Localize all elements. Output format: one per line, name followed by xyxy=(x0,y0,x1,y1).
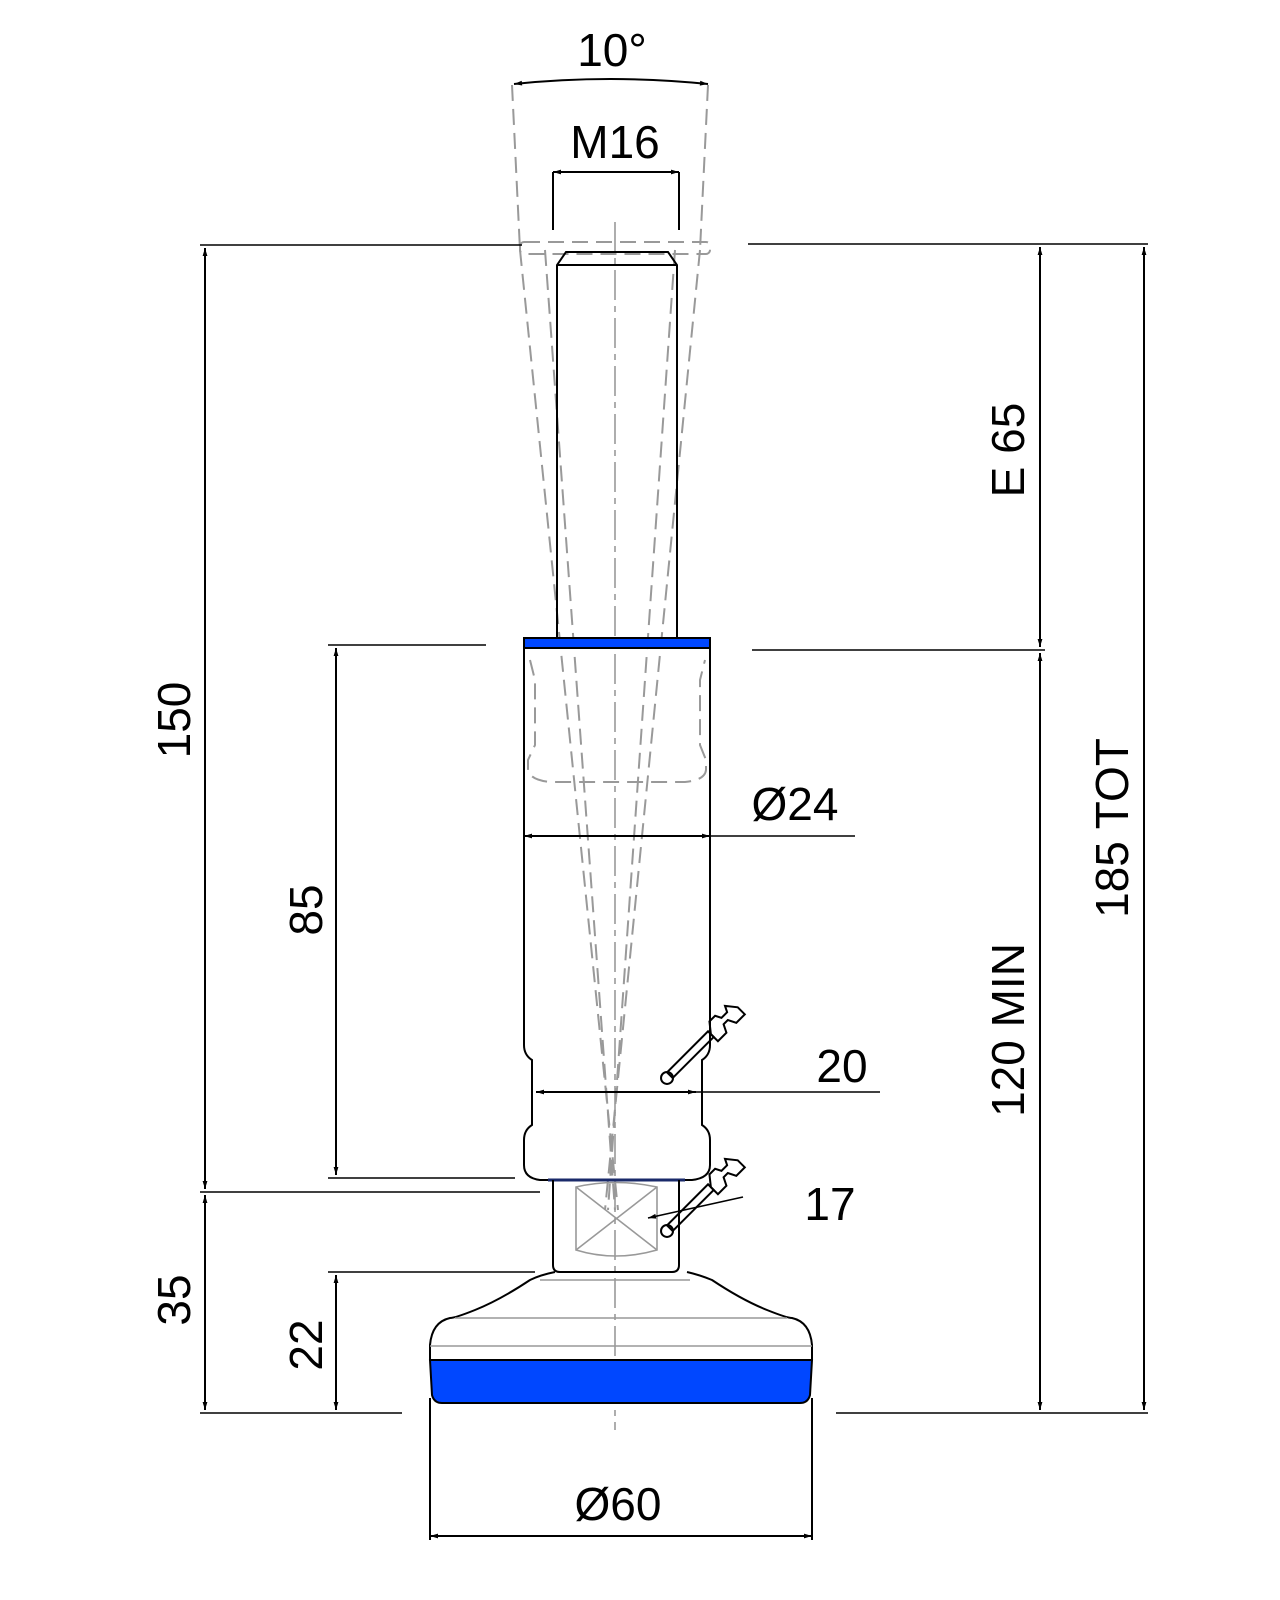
body-cylinder xyxy=(523,648,711,1181)
wrench-icon xyxy=(660,1004,747,1085)
base-foot xyxy=(428,1271,814,1404)
threaded-stud xyxy=(556,251,678,638)
body-length-label: 85 xyxy=(280,884,332,935)
total-height-label: 185 TOT xyxy=(1086,738,1138,918)
hex-section xyxy=(548,1178,685,1273)
angle-dimension-line xyxy=(513,78,709,86)
thread-label: M16 xyxy=(570,116,659,168)
base-pad xyxy=(428,1359,814,1404)
extension-lines xyxy=(200,243,1148,1414)
stroke-label: E 65 xyxy=(982,403,1034,498)
body-height-label: 150 xyxy=(148,682,200,759)
base-diameter-label: Ø60 xyxy=(575,1478,662,1530)
min-height-label: 120 MIN xyxy=(982,943,1034,1117)
base-diameter-dimension xyxy=(429,1398,813,1540)
seal-ring xyxy=(523,637,711,649)
wrench-17-label: 17 xyxy=(804,1178,855,1230)
angle-label: 10° xyxy=(577,24,647,76)
tilt-cone xyxy=(511,84,711,1211)
body-diameter-label: Ø24 xyxy=(752,778,839,830)
pad-height-label: 22 xyxy=(280,1319,332,1370)
thread-dimension xyxy=(552,169,680,230)
wrench-icon xyxy=(660,1157,747,1238)
base-height-label: 35 xyxy=(148,1274,200,1325)
wrench-20-label: 20 xyxy=(816,1040,867,1092)
